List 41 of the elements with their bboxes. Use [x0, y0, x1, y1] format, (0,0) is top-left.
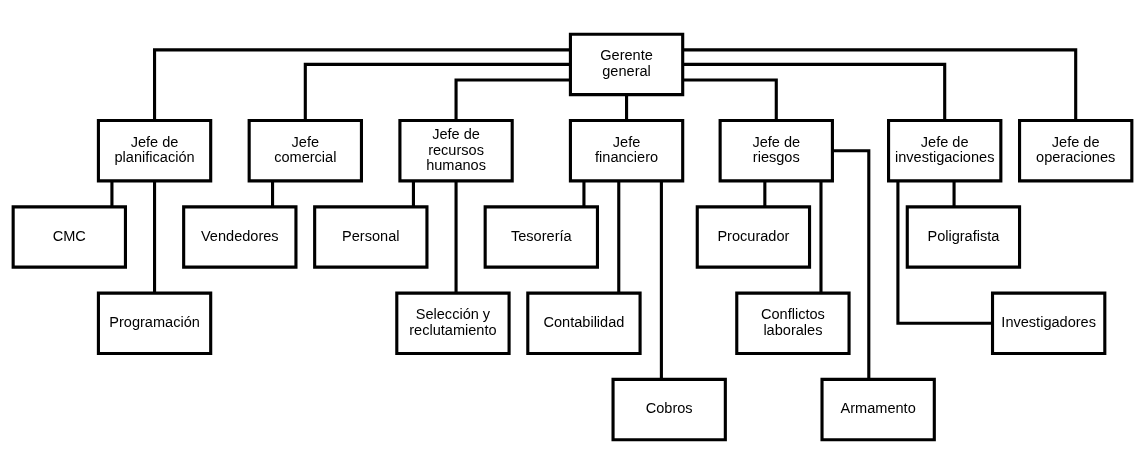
connector: [616, 180, 620, 293]
connector: [682, 47, 1077, 120]
connector: [109, 180, 113, 207]
node-box: Jefe de operaciones: [1017, 118, 1133, 182]
node-box: Programación: [96, 291, 212, 355]
node-box: Selección y reclutamiento: [394, 291, 511, 355]
connector: [270, 180, 274, 207]
node-box: Jefe de riesgos: [718, 118, 834, 182]
connector: [454, 77, 570, 120]
node-box: Personal: [312, 204, 428, 269]
connector: [682, 77, 778, 120]
connector: [682, 62, 946, 121]
node-box: Procurador: [695, 204, 811, 269]
node-box: Jefe de recursos humanos: [397, 118, 514, 182]
node-box: Investigadores: [990, 291, 1106, 355]
connector: [581, 180, 585, 207]
node-box: Jefe de planificación: [96, 118, 212, 182]
connector: [624, 94, 628, 120]
node-box: Gerente general: [568, 32, 684, 96]
connector: [454, 180, 458, 293]
node-box: Contabilidad: [525, 291, 642, 355]
node-box: Conflictos laborales: [734, 291, 851, 355]
connector: [303, 62, 570, 121]
node-box: Cobros: [611, 377, 727, 441]
connector: [152, 180, 156, 293]
node-box: Jefe comercial: [247, 118, 363, 182]
node-box: Tesorería: [483, 204, 599, 269]
connector: [762, 180, 766, 207]
node-box: Jefe de investigaciones: [886, 118, 1002, 182]
connector: [152, 47, 570, 120]
node-box: Vendedores: [181, 204, 297, 269]
connector: [895, 180, 992, 325]
connector: [411, 180, 415, 207]
node-box: CMC: [11, 204, 127, 269]
node-box: Armamento: [819, 377, 936, 441]
connector: [818, 180, 823, 293]
node-box: Poligrafista: [905, 204, 1021, 269]
connector: [832, 148, 870, 379]
connector: [952, 180, 956, 207]
node-box: Jefe financiero: [568, 118, 684, 182]
connector: [659, 180, 663, 379]
